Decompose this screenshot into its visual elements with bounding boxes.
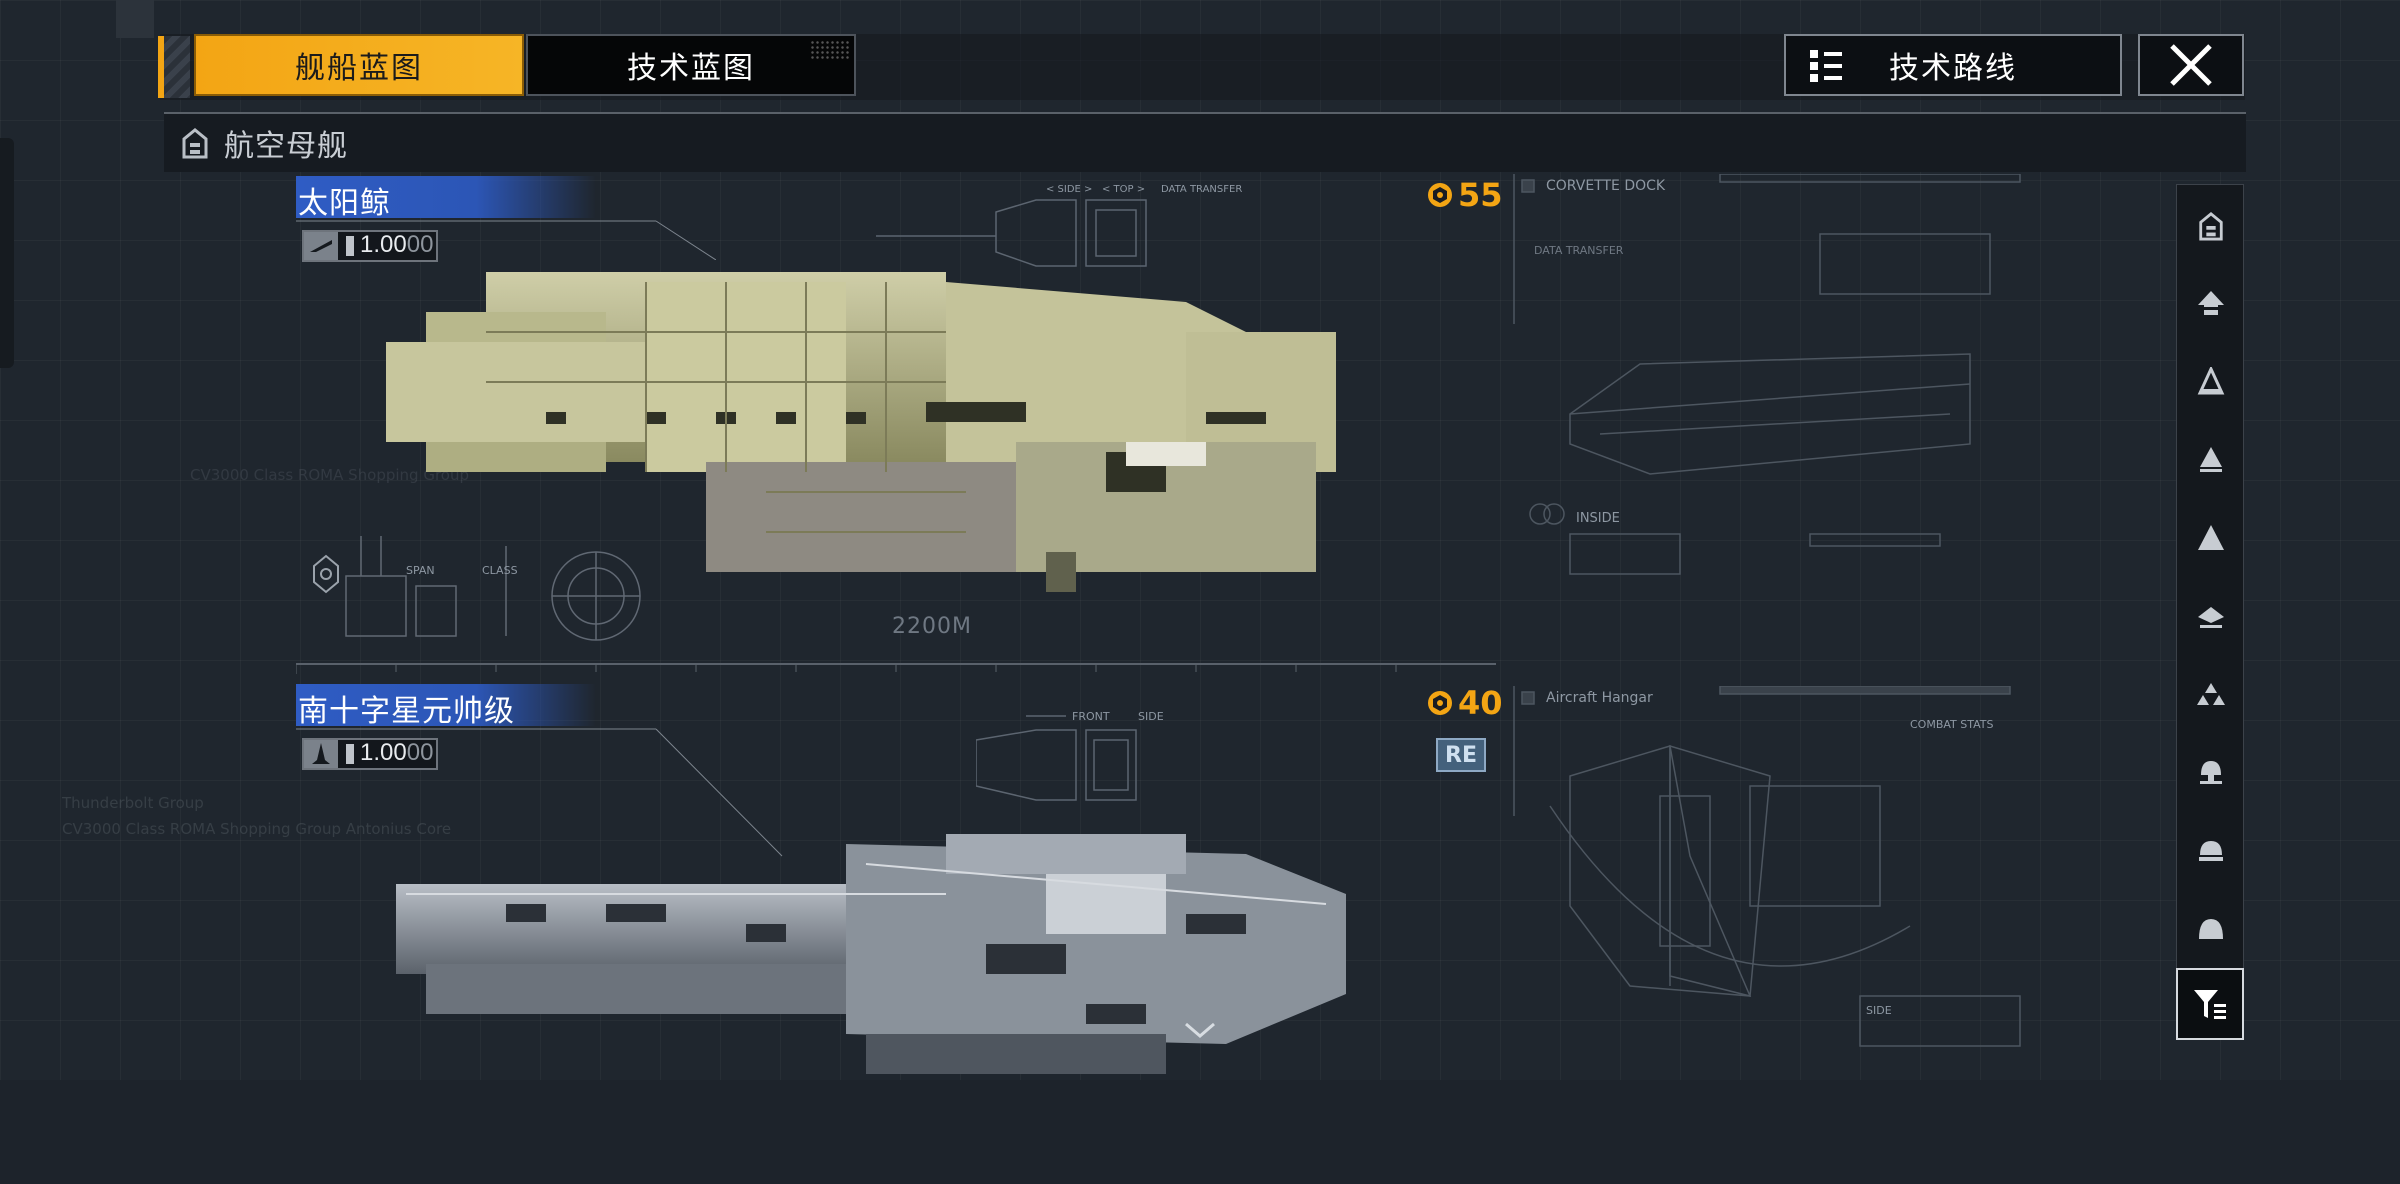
frigate-icon: [2198, 525, 2224, 550]
filter-button[interactable]: [2176, 968, 2244, 1040]
station-icon: [2199, 841, 2223, 861]
filter-icon: [2194, 990, 2226, 1019]
inside-label: INSIDE: [1576, 511, 1620, 526]
fighter-squad-icon: [2197, 683, 2225, 705]
ship-image-southern-cross[interactable]: [386, 824, 1406, 1084]
carrier-class-icon: [2199, 212, 2223, 241]
tab-tech-blueprint[interactable]: 技术蓝图: [526, 34, 856, 96]
filter-battleship[interactable]: [2185, 271, 2237, 337]
combat-stats-label: COMBAT STATS: [1910, 718, 1994, 731]
cost-icon: [1428, 691, 1452, 715]
ship-class-filter-rail: [2176, 184, 2244, 1040]
tech-route-label: 技术路线: [1889, 51, 2017, 86]
close-button[interactable]: [2138, 34, 2244, 96]
filter-fighter-squad[interactable]: [2185, 661, 2237, 727]
cost-badge: 55: [1426, 176, 1503, 214]
filter-destroyer[interactable]: [2185, 427, 2237, 493]
tab-label: 舰船蓝图: [295, 51, 423, 86]
rating-value: 1.0000: [360, 739, 434, 766]
blueprint-panel-1: CORVETTE DOCK DATA TRANSFER INSIDE: [1513, 174, 2021, 575]
ship-name: 太阳鲸: [298, 186, 391, 221]
category-header: 航空母舰: [164, 112, 2246, 172]
cost-icon: [1428, 183, 1452, 207]
carrier-icon: [304, 232, 338, 260]
filter-frigate[interactable]: [2185, 505, 2237, 571]
ship-name-bar: 南十字星元帅级: [296, 684, 596, 729]
chevron-down-icon[interactable]: [1182, 1018, 1218, 1042]
ship-card[interactable]: 太阳鲸 1.0000 55: [296, 176, 1503, 676]
class-label: CLASS: [482, 564, 518, 577]
filter-station[interactable]: [2185, 817, 2237, 883]
tab-ship-blueprint[interactable]: 舰船蓝图: [158, 34, 524, 98]
close-icon: [2170, 44, 2212, 86]
fighter-icon: [304, 740, 338, 768]
span-label: SPAN: [406, 564, 435, 577]
category-label: 航空母舰: [224, 129, 348, 164]
side-label: SIDE: [1138, 710, 1164, 723]
blueprint-diagram-top: < SIDE > < TOP > DATA TRANSFER: [876, 184, 1242, 267]
side-label: < SIDE >: [1046, 184, 1092, 195]
cost-value: 40: [1458, 684, 1503, 722]
re-badge: RE: [1436, 738, 1486, 772]
corvette-icon: [2198, 607, 2224, 628]
destroyer-icon: [2200, 447, 2222, 472]
front-label: FRONT: [1072, 710, 1110, 723]
ship-name: 南十字星元帅级: [298, 694, 515, 729]
rating-box: 1.0000: [302, 230, 438, 262]
data-transfer-label-2: DATA TRANSFER: [1534, 244, 1624, 257]
cruiser-icon: [2197, 367, 2225, 395]
rating-bar: [346, 236, 354, 256]
leader-line: [296, 220, 716, 260]
ship-name-bar: 太阳鲸: [296, 176, 596, 221]
filter-carrier[interactable]: [2185, 193, 2237, 259]
corner-marker: [116, 0, 154, 38]
battleship-icon: [2198, 291, 2224, 315]
bg-text-2: CV3000 Class ROMA Shopping Group Antoniu…: [62, 820, 452, 838]
blueprint-diagram-left: SPAN CLASS: [313, 536, 641, 641]
aux-ship-icon: [2200, 761, 2222, 784]
blueprint-diagram-top: FRONT SIDE: [976, 710, 1164, 801]
tech-route-button[interactable]: 技术路线: [1784, 34, 2122, 96]
side-drawer-handle[interactable]: [0, 138, 14, 368]
length-label: 2200M: [892, 614, 972, 639]
carrier-class-icon: [182, 128, 208, 159]
rating-bar: [346, 744, 354, 764]
bg-text-3: CV3000 Class ROMA Shopping Group: [190, 466, 469, 484]
corvette-dock-label: CORVETTE DOCK: [1546, 178, 1666, 194]
cost-value: 55: [1458, 176, 1503, 214]
rating-value: 1.0000: [360, 231, 434, 258]
aircraft-hangar-label: Aircraft Hangar: [1546, 690, 1653, 706]
side-label-2: SIDE: [1866, 1004, 1892, 1017]
ship-image-sunwhale[interactable]: [386, 272, 1406, 612]
filter-corvette[interactable]: [2185, 583, 2237, 649]
dome-icon: [2199, 919, 2223, 939]
cost-badge: 40: [1426, 684, 1503, 722]
filter-cruiser[interactable]: [2185, 349, 2237, 415]
filter-dome[interactable]: [2185, 895, 2237, 961]
bg-text-1: Thunderbolt Group: [62, 794, 204, 812]
rating-box: 1.0000: [302, 738, 438, 770]
data-transfer-label: DATA TRANSFER: [1161, 184, 1242, 195]
tree-list-icon: [1810, 50, 1842, 82]
top-label: < TOP >: [1102, 184, 1145, 195]
ship-card[interactable]: 南十字星元帅级 1.0000 40 RE FRONT SIDE: [296, 684, 1503, 1184]
blueprint-panel-2: Aircraft Hangar COMBAT STATS SIDE: [1513, 686, 2021, 1047]
tab-label: 技术蓝图: [627, 51, 755, 86]
leader-line: [296, 728, 783, 857]
scale-ruler: [296, 663, 1496, 674]
filter-aux-ship[interactable]: [2185, 739, 2237, 805]
